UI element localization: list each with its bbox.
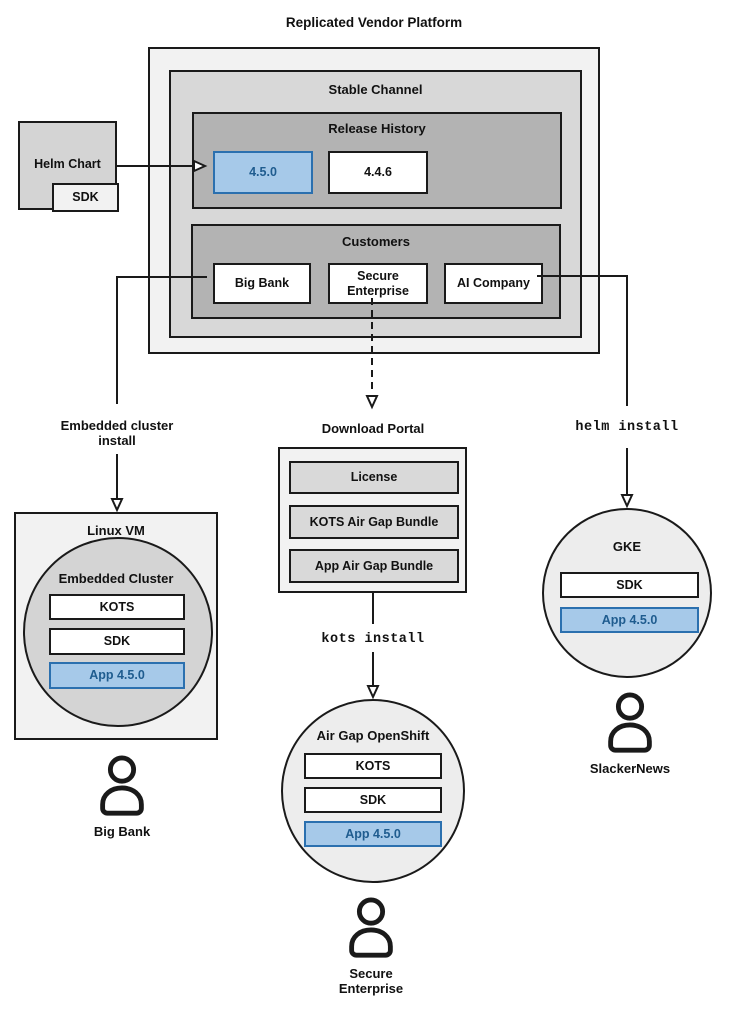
openshift-kots-node: KOTS xyxy=(304,753,442,779)
gke-title: GKE xyxy=(612,539,642,554)
release-4-5-0-node: 4.5.0 xyxy=(213,151,313,194)
customers-box: Customers Big Bank Secure Enterprise AI … xyxy=(191,224,561,319)
user-big-bank: Big Bank xyxy=(72,755,172,840)
gke-sdk-node: SDK xyxy=(560,572,699,598)
user-secure-enterprise-label: Secure Enterprise xyxy=(338,966,404,996)
air-gap-openshift-title: Air Gap OpenShift xyxy=(316,728,430,743)
linux-vm-sdk-node: SDK xyxy=(49,628,185,655)
openshift-sdk-node: SDK xyxy=(304,787,442,813)
person-icon xyxy=(100,755,144,816)
person-icon xyxy=(349,897,393,958)
user-secure-enterprise: Secure Enterprise xyxy=(311,897,431,997)
vendor-platform-box: Stable Channel Release History 4.5.0 4.4… xyxy=(148,47,600,354)
kots-air-gap-bundle-node: KOTS Air Gap Bundle xyxy=(289,505,459,539)
stable-channel-title: Stable Channel xyxy=(328,82,423,97)
gke-circle: GKE SDK App 4.5.0 xyxy=(542,508,712,678)
download-portal-label: Download Portal xyxy=(321,421,425,436)
linux-vm-app-node: App 4.5.0 xyxy=(49,662,185,689)
linux-vm-arrowhead xyxy=(110,498,124,513)
app-air-gap-bundle-node: App Air Gap Bundle xyxy=(289,549,459,583)
embedded-cluster-install-line1: Embedded cluster xyxy=(60,418,174,433)
embedded-cluster-install-line2: install xyxy=(98,433,136,449)
stable-channel-box: Stable Channel Release History 4.5.0 4.4… xyxy=(169,70,582,338)
download-portal-box: License KOTS Air Gap Bundle App Air Gap … xyxy=(278,447,467,593)
embedded-cluster-title: Embedded Cluster xyxy=(58,571,174,586)
person-icon xyxy=(608,692,652,753)
customer-secure-enterprise-node: Secure Enterprise xyxy=(328,263,428,304)
kots-install-label: kots install xyxy=(321,632,425,647)
customer-big-bank-node: Big Bank xyxy=(213,263,311,304)
user-big-bank-label: Big Bank xyxy=(93,824,151,839)
linux-vm-box: Linux VM Embedded Cluster KOTS SDK App 4… xyxy=(14,512,218,740)
openshift-app-node: App 4.5.0 xyxy=(304,821,442,847)
helm-install-label: helm install xyxy=(575,420,679,435)
download-portal-arrowhead xyxy=(365,395,379,410)
license-node: License xyxy=(289,461,459,494)
air-gap-openshift-circle: Air Gap OpenShift KOTS SDK App 4.5.0 xyxy=(281,699,465,883)
user-slackernews-label: SlackerNews xyxy=(589,761,671,776)
user-slackernews: SlackerNews xyxy=(568,692,692,777)
release-history-title: Release History xyxy=(328,121,426,136)
linux-vm-kots-node: KOTS xyxy=(49,594,185,620)
helm-chart-label: Helm Chart xyxy=(34,157,101,171)
openshift-arrowhead xyxy=(366,685,380,700)
helm-chart-sdk-node: SDK xyxy=(52,183,119,212)
gke-arrowhead xyxy=(620,494,634,509)
release-4-4-6-node: 4.4.6 xyxy=(328,151,428,194)
embedded-cluster-install-label: Embedded cluster install xyxy=(37,418,197,449)
linux-vm-title: Linux VM xyxy=(87,523,145,538)
diagram-title: Replicated Vendor Platform xyxy=(285,15,463,30)
customer-ai-company-node: AI Company xyxy=(444,263,543,304)
gke-app-node: App 4.5.0 xyxy=(560,607,699,633)
release-history-box: Release History 4.5.0 4.4.6 xyxy=(192,112,562,209)
customers-title: Customers xyxy=(342,234,410,249)
helm-chart-box: Helm Chart SDK xyxy=(18,121,119,212)
